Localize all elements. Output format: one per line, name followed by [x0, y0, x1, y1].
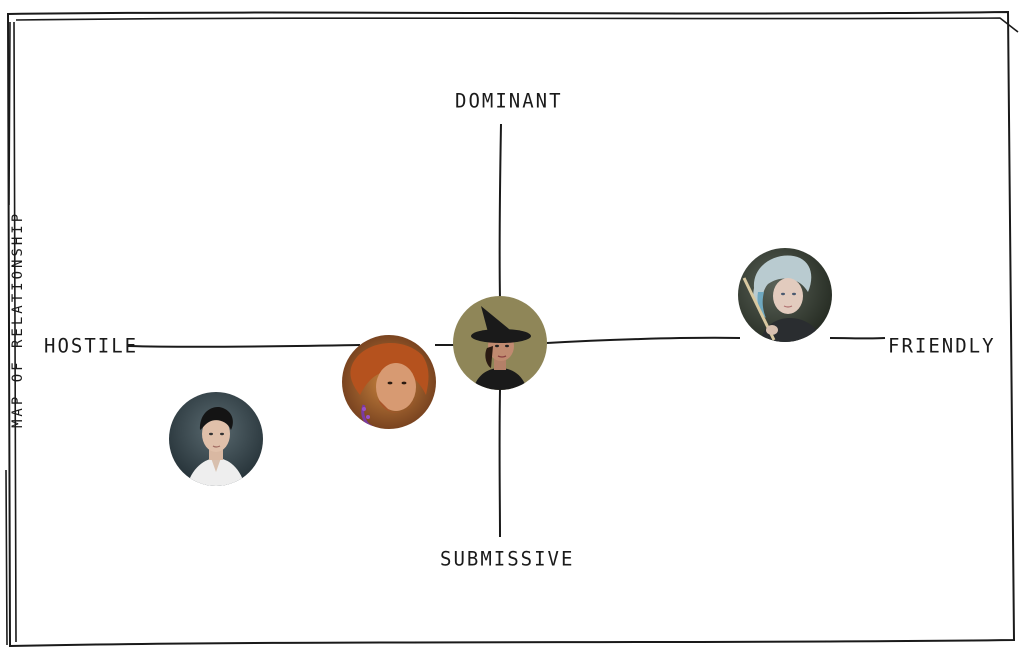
axis-label-hostile: HOSTILE: [44, 334, 139, 358]
horizontal-axis: [127, 336, 886, 348]
axis-label-friendly: FRIENDLY: [888, 334, 996, 358]
vertical-axis: [498, 123, 502, 538]
avatar-red-haired-man[interactable]: [342, 335, 436, 429]
axis-label-submissive: SUBMISSIVE: [440, 547, 575, 571]
frame-outer: [6, 10, 1016, 648]
side-title: MAP OF RELATIONSHIP: [10, 210, 26, 428]
frame-left-second: [5, 21, 11, 646]
axis-label-dominant: DOMINANT: [455, 89, 563, 113]
avatar-dark-haired-man[interactable]: [169, 392, 263, 486]
frame-inner: [13, 17, 1019, 643]
avatar-witch[interactable]: [453, 296, 547, 390]
avatar-blonde-woman[interactable]: [738, 248, 832, 342]
